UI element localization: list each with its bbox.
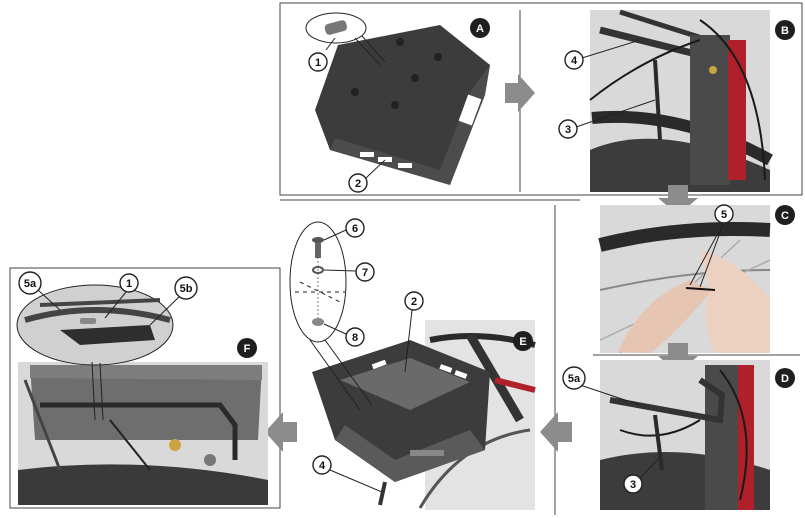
panel-a: 1 2 A bbox=[305, 12, 490, 193]
panel-b: 4 3 B bbox=[558, 9, 795, 192]
panel-label-c: C bbox=[775, 205, 795, 225]
callout-a-1: 1 bbox=[308, 37, 336, 72]
callout-e-8: 8 bbox=[323, 323, 365, 347]
callout-e-2: 2 bbox=[404, 291, 424, 373]
callout-d-5a: 5a bbox=[562, 366, 641, 406]
arrow-icon bbox=[540, 412, 572, 452]
hardware-closeup bbox=[289, 221, 373, 411]
panel-label-b: B bbox=[775, 20, 795, 40]
svg-text:2: 2 bbox=[411, 296, 417, 308]
callout-e-4: 4 bbox=[312, 455, 383, 493]
svg-text:A: A bbox=[476, 23, 484, 35]
arrow-icon bbox=[265, 412, 297, 452]
svg-text:7: 7 bbox=[362, 267, 368, 279]
svg-text:5a: 5a bbox=[24, 278, 37, 290]
svg-text:1: 1 bbox=[315, 57, 321, 69]
callout-b-4: 4 bbox=[564, 39, 641, 70]
callout-f-1: 1 bbox=[104, 273, 139, 319]
callout-d-3: 3 bbox=[623, 454, 663, 494]
callout-c-5: 5 bbox=[689, 204, 734, 288]
svg-text:5: 5 bbox=[721, 209, 727, 221]
panel-f: 5a 1 5b F bbox=[16, 271, 268, 505]
panel-label-f: F bbox=[237, 338, 257, 358]
svg-text:4: 4 bbox=[319, 460, 326, 472]
callout-b-3: 3 bbox=[558, 99, 656, 139]
callout-f-5b: 5b bbox=[149, 276, 198, 326]
arrow-icon bbox=[505, 74, 535, 112]
callout-f-5a: 5a bbox=[18, 271, 61, 311]
panel-c: 5 C bbox=[598, 204, 795, 354]
svg-text:8: 8 bbox=[352, 332, 358, 344]
panel-label-e: E bbox=[513, 331, 533, 351]
svg-text:3: 3 bbox=[630, 479, 636, 491]
basket bbox=[312, 340, 490, 482]
svg-text:2: 2 bbox=[355, 178, 361, 190]
svg-text:5a: 5a bbox=[568, 373, 581, 385]
svg-text:6: 6 bbox=[352, 223, 358, 235]
svg-text:5b: 5b bbox=[180, 283, 193, 295]
callout-e-7: 7 bbox=[323, 262, 375, 282]
rack-closeup bbox=[16, 284, 174, 421]
svg-text:E: E bbox=[519, 336, 526, 348]
arrow-icon bbox=[658, 185, 698, 215]
panel-borders bbox=[9, 2, 803, 515]
svg-text:C: C bbox=[781, 210, 789, 222]
pin-closeup bbox=[305, 12, 386, 66]
panel-d: 5a 3 D bbox=[562, 360, 795, 510]
arrow-icon bbox=[658, 343, 698, 373]
panel-e: 6 7 8 2 4 E bbox=[289, 218, 536, 510]
svg-text:B: B bbox=[781, 25, 789, 37]
panel-label-d: D bbox=[775, 368, 795, 388]
svg-text:F: F bbox=[244, 343, 251, 355]
callout-e-6: 6 bbox=[323, 218, 365, 241]
svg-text:D: D bbox=[781, 373, 789, 385]
svg-text:3: 3 bbox=[565, 124, 571, 136]
panel-label-a: A bbox=[470, 18, 490, 38]
svg-text:1: 1 bbox=[126, 278, 132, 290]
callout-a-2: 2 bbox=[348, 159, 386, 193]
basket-cover bbox=[315, 25, 490, 185]
svg-text:4: 4 bbox=[571, 55, 578, 67]
